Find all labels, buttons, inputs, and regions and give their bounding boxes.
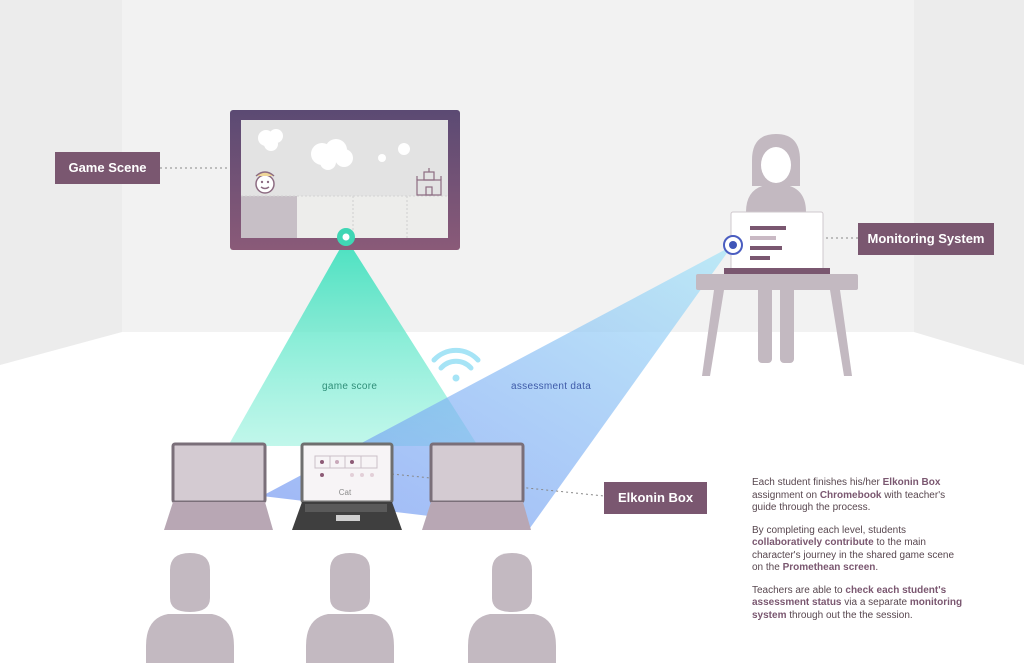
laptop-keyboard	[305, 504, 387, 512]
teacher-laptop	[723, 211, 830, 274]
student-3	[468, 553, 556, 663]
laptop-trackpad	[336, 515, 360, 521]
description-p1: Each student finishes his/her Elkonin Bo…	[752, 477, 946, 513]
assessment-data-label: assessment data	[511, 381, 592, 392]
laptop-left	[164, 442, 273, 530]
description-p2: By completing each level, students colla…	[752, 524, 955, 574]
elkonin-box-label: Elkonin Box	[604, 482, 707, 514]
game-score-beam	[228, 238, 478, 446]
cloud-icon	[258, 129, 410, 170]
desk	[696, 274, 858, 376]
monitor-sensor-dot	[729, 241, 737, 249]
laptop-right-base	[422, 502, 531, 530]
laptop-right-screen	[429, 442, 525, 504]
game-scene-label: Game Scene	[55, 152, 160, 184]
laptop-left-screen	[171, 442, 267, 504]
desk-leg-left	[702, 290, 724, 376]
teacher	[746, 134, 806, 363]
laptop-left-base	[164, 502, 273, 530]
laptop-right	[422, 442, 531, 530]
castle-icon	[416, 168, 442, 196]
teacher-face	[761, 147, 791, 183]
game-tiles	[297, 196, 448, 238]
laptop-word: Cat	[339, 488, 352, 497]
right-wall	[914, 0, 1024, 365]
character-icon	[255, 171, 275, 194]
student-2	[306, 553, 394, 663]
monitoring-system-label: Monitoring System	[858, 223, 994, 255]
teacher-laptop-base	[724, 268, 830, 274]
description: Each student finishes his/her Elkonin Bo…	[752, 477, 967, 632]
game-score-label: game score	[322, 381, 378, 392]
desk-leg-right	[830, 290, 852, 376]
teacher-leg-right	[780, 285, 794, 363]
game-tile	[241, 196, 297, 238]
students	[146, 553, 556, 663]
elkonin-boxes	[314, 455, 378, 477]
laptop-center: Cat	[292, 442, 402, 530]
monitoring-list-icon	[750, 226, 786, 260]
desk-top	[696, 274, 858, 290]
screen-sensor-dot	[342, 233, 350, 241]
teacher-leg-left	[758, 285, 772, 363]
wifi-icon	[431, 347, 481, 382]
teacher-body	[746, 184, 806, 212]
student-1	[146, 553, 234, 663]
promethean-screen	[230, 110, 460, 250]
description-p3: Teachers are able to check each student'…	[752, 584, 963, 621]
teacher-laptop-screen	[730, 211, 824, 271]
